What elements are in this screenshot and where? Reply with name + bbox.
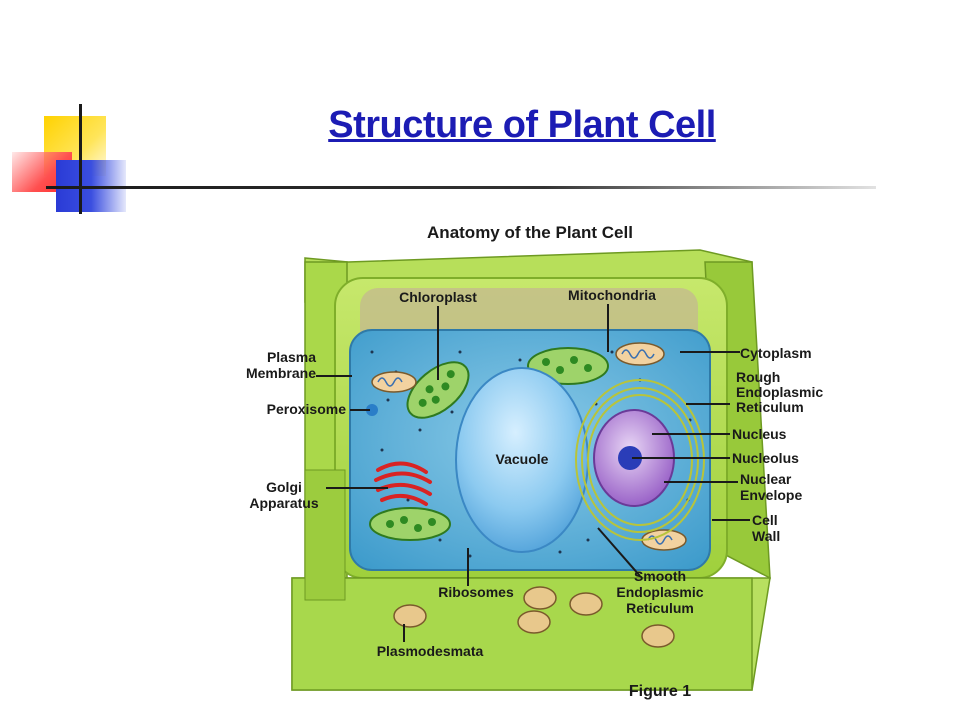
label-cytoplasm: Cytoplasm [740, 345, 812, 361]
label-golgi-1: Golgi [266, 479, 302, 495]
label-plasma-membrane-1: Plasma [267, 349, 316, 365]
label-rough-er-3: Reticulum [736, 399, 804, 415]
leader-lines [316, 304, 750, 642]
golgi-apparatus [374, 461, 432, 506]
nucleolus [618, 446, 642, 470]
label-plasma-membrane-2: Membrane [246, 365, 316, 381]
diagram-heading: Anatomy of the Plant Cell [427, 223, 633, 242]
label-nucleolus: Nucleolus [732, 450, 799, 466]
label-rough-er-2: Endoplasmic [736, 384, 823, 400]
rough-er [575, 379, 705, 541]
label-chloroplast: Chloroplast [399, 289, 477, 305]
plasmodesmata-pores [393, 586, 675, 648]
label-golgi-2: Apparatus [249, 495, 318, 511]
label-peroxisome: Peroxisome [267, 401, 347, 417]
label-nucleus: Nucleus [732, 426, 787, 442]
slide-title: Structure of Plant Cell [328, 104, 716, 146]
label-cell-wall-1: Cell [752, 512, 778, 528]
mitochondrion-1 [615, 342, 665, 366]
peroxisome [366, 404, 378, 416]
label-plasmodesmata: Plasmodesmata [377, 643, 484, 659]
label-smooth-er-3: Reticulum [626, 600, 694, 616]
label-cell-wall-2: Wall [752, 528, 780, 544]
figure-caption: Figure 1 [629, 683, 691, 700]
label-smooth-er-1: Smooth [634, 568, 686, 584]
label-smooth-er-2: Endoplasmic [616, 584, 703, 600]
label-nuclear-envelope-1: Nuclear [740, 471, 792, 487]
label-rough-er-1: Rough [736, 369, 780, 385]
label-ribosomes: Ribosomes [438, 584, 514, 600]
chloroplast-3 [369, 507, 451, 541]
deco-vertical-line [79, 104, 82, 214]
label-mitochondria: Mitochondria [568, 287, 656, 303]
chloroplast-1 [406, 361, 470, 419]
label-vacuole: Vacuole [496, 451, 549, 467]
mitochondrion-2 [371, 371, 417, 393]
title-rule [46, 186, 876, 189]
label-nuclear-envelope-2: Envelope [740, 487, 802, 503]
